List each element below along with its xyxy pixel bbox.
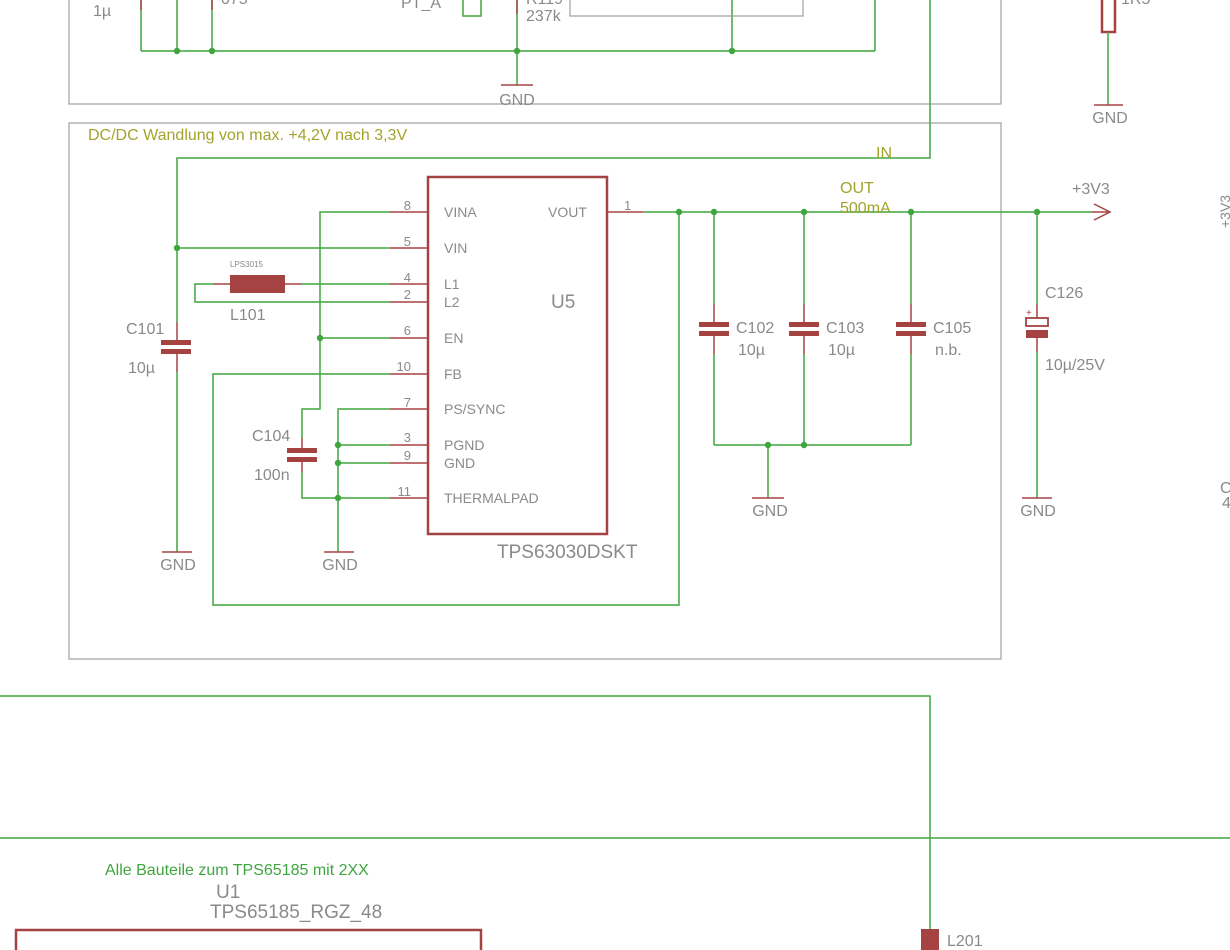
- c104-value: 100n: [254, 467, 290, 484]
- u5-name: U5: [551, 292, 575, 313]
- pin-num-thermalpad: 11: [398, 484, 412, 499]
- dcdc-title: DC/DC Wandlung von max. +4,2V nach 3,3V: [88, 127, 407, 144]
- top-partial-text: 075: [221, 0, 248, 8]
- pin-name-thermalpad: THERMALPAD: [444, 490, 539, 506]
- pin-name-l1: L1: [444, 276, 460, 292]
- net-label-out-current: 500mA: [840, 200, 891, 217]
- right-resistor: [1100, 0, 1117, 34]
- r119-value: 237k: [526, 8, 562, 25]
- c103-value: 10µ: [828, 342, 855, 359]
- pin-num-pssync: 7: [404, 395, 411, 410]
- pin-name-en: EN: [444, 330, 463, 346]
- pin-num-fb: 10: [397, 359, 411, 374]
- c104-capacitor: [287, 438, 317, 472]
- l201-name: L201: [947, 933, 983, 950]
- c101-name: C101: [126, 321, 164, 338]
- edge-partial-c: C: [1220, 480, 1230, 497]
- supply-label-3v3: +3V3: [1072, 181, 1110, 198]
- ic-gnd-label: GND: [322, 557, 358, 574]
- pin-name-vout: VOUT: [548, 204, 587, 220]
- dcdc-section: DC/DC Wandlung von max. +4,2V nach 3,3V …: [68, 0, 1230, 660]
- pin-name-gnd: GND: [444, 455, 475, 471]
- l101-name: L101: [230, 307, 266, 324]
- c126-value: 10µ/25V: [1045, 357, 1105, 374]
- right-gnd-label: GND: [1092, 110, 1128, 127]
- l101-package: LPS3015: [230, 260, 263, 269]
- c126-gnd-label: GND: [1020, 503, 1056, 520]
- c102-capacitor: [699, 304, 729, 354]
- c102-name: C102: [736, 320, 774, 337]
- dcdc-frame: [68, 122, 1002, 660]
- net-label-out: OUT: [840, 180, 874, 197]
- c105-value: n.b.: [935, 342, 962, 359]
- pin-num-vin: 5: [404, 234, 411, 249]
- pt-a-label: PT_A: [401, 0, 441, 12]
- c103-name: C103: [826, 320, 864, 337]
- bottom-section: Alle Bauteile zum TPS65185 mit 2XX U1 TP…: [0, 695, 1230, 950]
- c101-value: 10µ: [128, 360, 155, 377]
- c105-capacitor: [896, 304, 926, 354]
- pin-num-l2: 2: [404, 287, 411, 302]
- pin-name-vina: VINA: [444, 204, 477, 220]
- pin-num-gnd: 9: [404, 448, 411, 463]
- caps-gnd-label: GND: [752, 503, 788, 520]
- c104-name: C104: [252, 428, 290, 445]
- pin-num-en: 6: [404, 323, 411, 338]
- c103-capacitor: [789, 304, 819, 354]
- pin-name-vin: VIN: [444, 240, 467, 256]
- c101-gnd-label: GND: [160, 557, 196, 574]
- pin-name-pssync: PS/SYNC: [444, 401, 505, 417]
- c102-value: 10µ: [738, 342, 765, 359]
- u1-part: TPS65185_RGZ_48: [210, 902, 382, 923]
- pin-num-pgnd: 3: [404, 430, 411, 445]
- u1-name: U1: [216, 882, 240, 903]
- c105-name: C105: [933, 320, 971, 337]
- top-cap-value: 1µ: [93, 3, 111, 20]
- c126-electrolytic-capacitor: [1025, 304, 1049, 352]
- pin-num-l1: 4: [404, 270, 411, 285]
- pin-name-fb: FB: [444, 366, 462, 382]
- l101-inductor: [213, 275, 302, 293]
- top-section-frame: [68, 0, 1002, 105]
- net-label-in: IN: [876, 145, 892, 162]
- pin-name-l2: L2: [444, 294, 460, 310]
- pin-num-vout: 1: [624, 198, 631, 213]
- top-section: GND 1µ 075 PT_A R119 237k 1R5 GND: [68, 0, 1150, 127]
- u5-ic-body: [426, 175, 609, 536]
- r119-name: R119: [526, 0, 563, 8]
- bottom-note: Alle Bauteile zum TPS65185 mit 2XX: [105, 862, 369, 879]
- right-resistor-label: 1R5: [1121, 0, 1150, 8]
- u1-ic-body: [14, 928, 483, 950]
- c101-capacitor: [161, 322, 191, 372]
- c126-polarity: +: [1026, 308, 1032, 319]
- pin-name-pgnd: PGND: [444, 437, 484, 453]
- edge-partial-4: 4: [1222, 495, 1230, 512]
- pin-num-vina: 8: [404, 198, 411, 213]
- l201-inductor: [921, 929, 939, 950]
- top-gnd-label: GND: [499, 92, 535, 109]
- c126-name: C126: [1045, 285, 1083, 302]
- u5-part: TPS63030DSKT: [497, 542, 638, 563]
- edge-3v3-label: +3V3: [1217, 195, 1230, 228]
